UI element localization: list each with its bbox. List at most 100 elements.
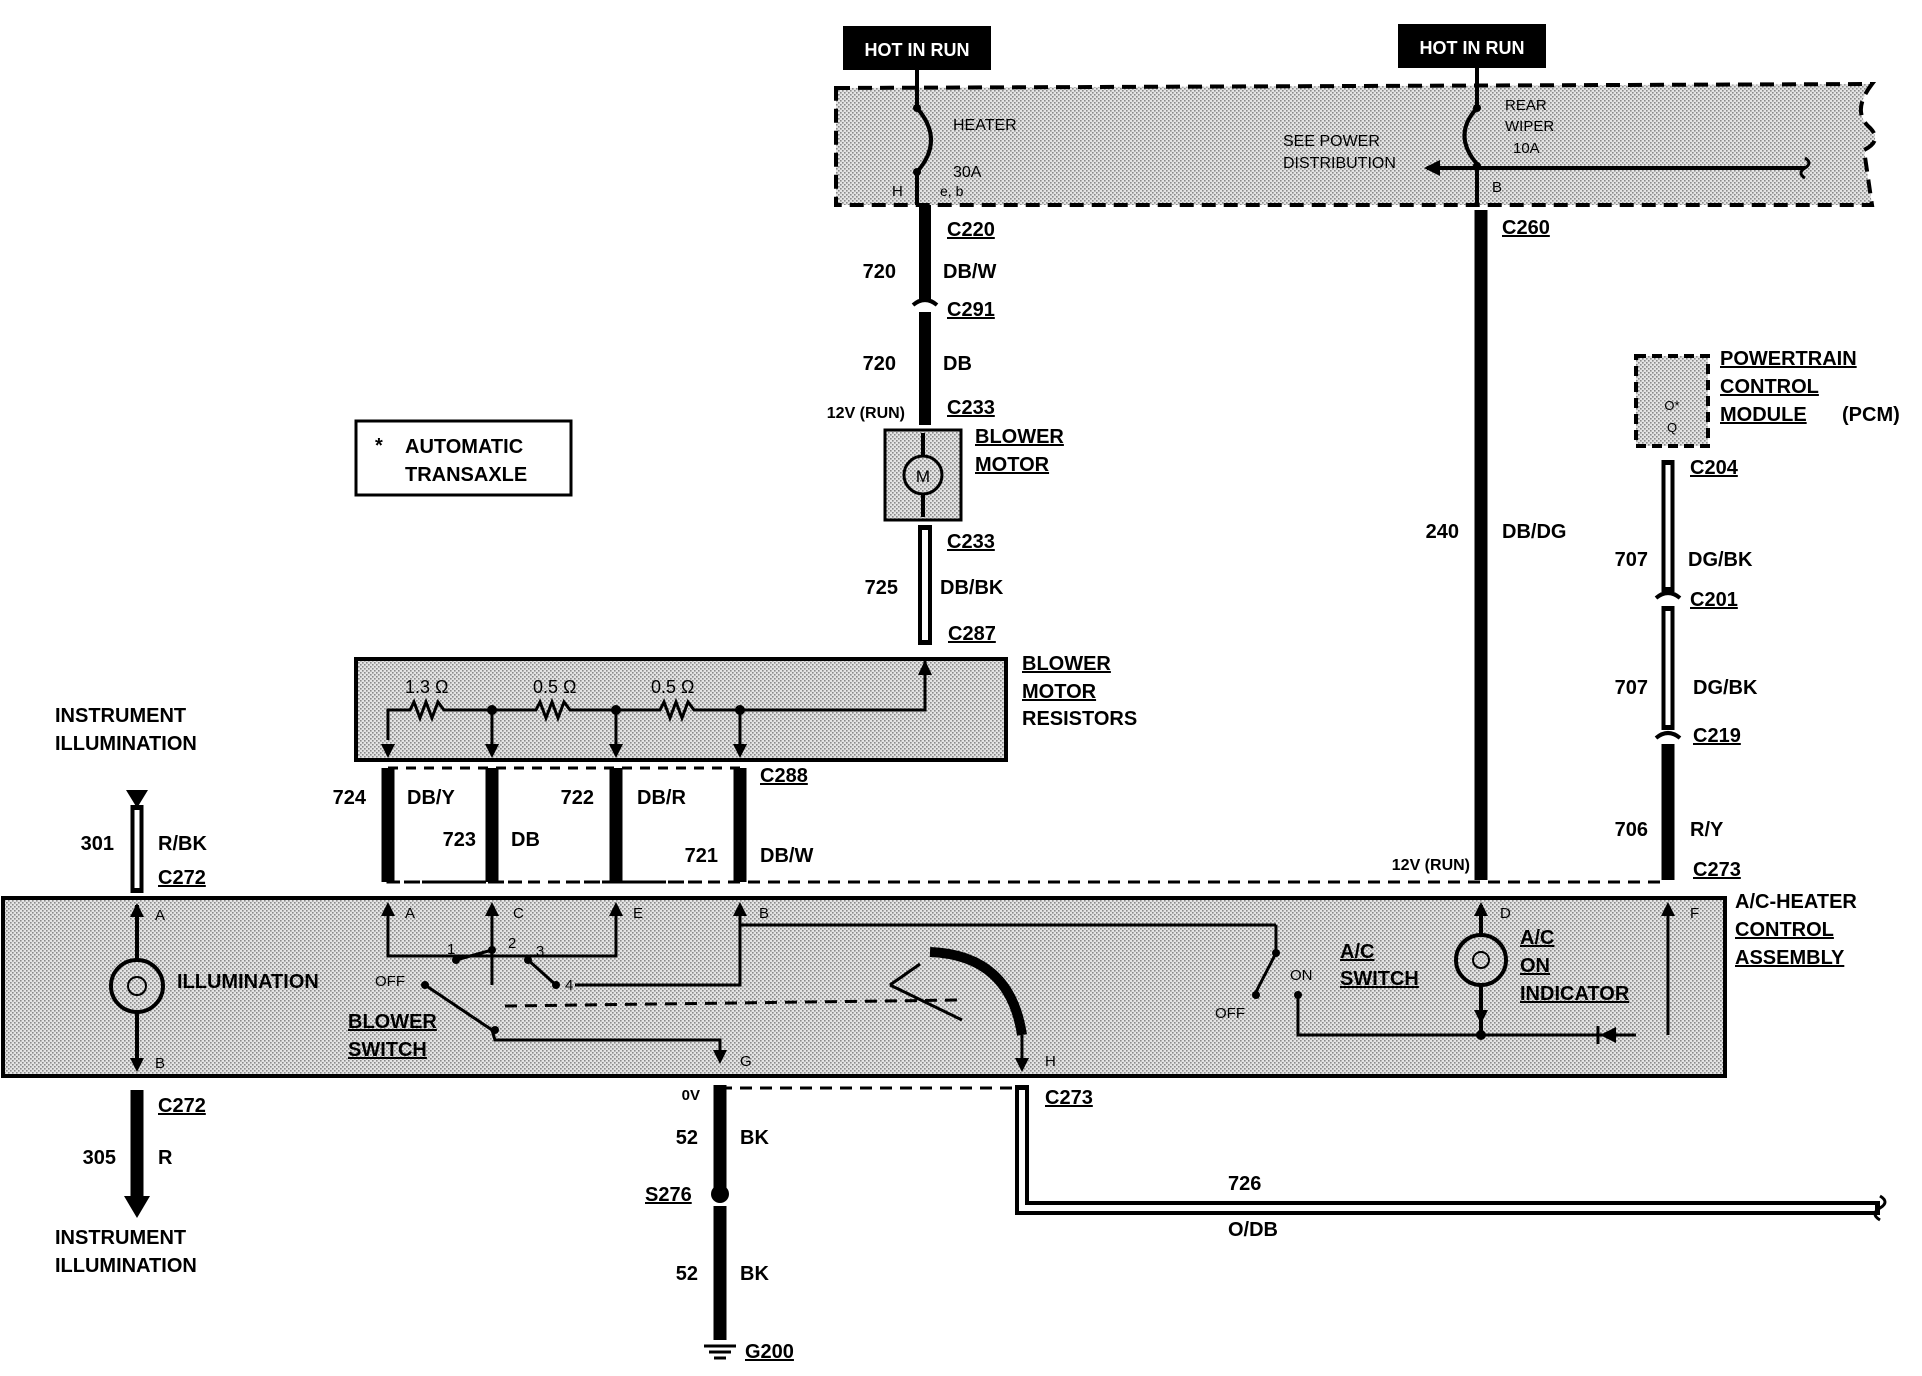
ground-g200: G200 [745, 1341, 794, 1363]
wire-707-dg-bk-upper: 707 DG/BK [1615, 460, 1753, 592]
pcm-label-3: MODULE [1720, 404, 1807, 426]
wire-number: 722 [561, 787, 594, 809]
power-distribution-box [834, 81, 1877, 207]
heater-fuse-amp: 30A [953, 164, 982, 181]
arrow-down-icon [485, 744, 499, 758]
blower-motor-resistors: 1.3 Ω 0.5 Ω 0.5 Ω BLOWER MOTOR RESISTORS [354, 653, 1137, 762]
blower-motor-label-2: MOTOR [975, 454, 1050, 476]
wire-723-db: 723 DB [443, 768, 540, 882]
wire-color: DB [511, 829, 540, 851]
arrow-down-icon [1474, 1010, 1488, 1024]
wire-number: 720 [863, 353, 896, 375]
connector-c260: C260 [1502, 217, 1550, 239]
wire-722-db-r: 722 DB/R [561, 768, 686, 882]
wire-number: 707 [1615, 677, 1648, 699]
switch-contact [1252, 991, 1260, 999]
wire-number: 725 [865, 577, 898, 599]
control-assembly-box [1, 896, 1727, 1078]
connector-c220: C220 [947, 219, 995, 241]
wire-color: DB [943, 353, 972, 375]
arrow-down-icon [130, 1058, 144, 1072]
pcm-pin-2: Q [1667, 420, 1677, 435]
resistor-3-value: 0.5 Ω [651, 677, 694, 697]
motor-symbol: M [916, 467, 930, 486]
instrument-illumination-bottom-1: INSTRUMENT [55, 1227, 186, 1249]
wire-707-dg-bk-lower: 707 DG/BK [1615, 606, 1758, 730]
pin-d: D [1500, 905, 1511, 922]
wire-color: DG/BK [1688, 549, 1753, 571]
rear-wiper-label-2: WIPER [1505, 118, 1554, 135]
junction-dot [1476, 1030, 1486, 1040]
resistors-label-2: MOTOR [1022, 681, 1097, 703]
instrument-illumination-top-1: INSTRUMENT [55, 705, 186, 727]
ac-switch-label-2: SWITCH [1340, 968, 1419, 990]
switch-arc [527, 958, 557, 987]
wire-break-icon [1873, 1194, 1887, 1222]
pin-f: F [1690, 905, 1699, 922]
resistor-2-value: 0.5 Ω [533, 677, 576, 697]
blower-motor-label-1: BLOWER [975, 426, 1064, 448]
splice-s276-label: S276 [645, 1184, 692, 1206]
mode-lever-arm [889, 983, 963, 1022]
arrow-down-icon [609, 744, 623, 758]
ac-heater-label-1: A/C-HEATER [1735, 891, 1857, 913]
connector-c272-bottom: C272 [158, 1095, 206, 1117]
blower-motor: M BLOWER MOTOR [883, 426, 1064, 522]
mode-lever-arc [929, 947, 1027, 1036]
arrow-up-icon [918, 660, 932, 675]
pos-3: 3 [536, 943, 544, 960]
connector-c272-top: C272 [158, 867, 206, 889]
note-box [354, 419, 573, 497]
resistor-1-value: 1.3 Ω [405, 677, 448, 697]
connector-c273-top: C273 [1693, 859, 1741, 881]
pcm-label-3b: (PCM) [1842, 404, 1900, 426]
wire-number: 240 [1426, 521, 1459, 543]
wire-726-o-db: 726 O/DB [1015, 1085, 1887, 1241]
ac-on-label-3: INDICATOR [1520, 983, 1630, 1005]
connector-c233-top: C233 [947, 397, 995, 419]
wire-number: 720 [863, 261, 896, 283]
wire-724-db-y: 724 DB/Y [333, 768, 455, 882]
resistor-chain [386, 660, 927, 740]
connector-c219: C219 [1693, 725, 1741, 747]
wire-color: R [158, 1147, 173, 1169]
rear-wiper-pin: B [1492, 179, 1502, 196]
connector-c287: C287 [948, 623, 996, 645]
arrow-up-icon [1474, 902, 1488, 916]
wire-number: 726 [1228, 1173, 1261, 1195]
connector-break-icon [1654, 591, 1682, 600]
powertrain-control-module: O* Q POWERTRAIN CONTROL MODULE (PCM) [1634, 348, 1900, 448]
wire-segment [1015, 1085, 1880, 1215]
rear-wiper-amp: 10A [1513, 140, 1540, 157]
arrow-left-icon [1424, 160, 1440, 176]
wire-color: R/Y [1690, 819, 1724, 841]
pcm-label-1: POWERTRAIN [1720, 348, 1857, 370]
arrow-up-icon [733, 902, 747, 916]
connector-c233-bottom: C233 [947, 531, 995, 553]
pin-a-left: A [155, 907, 165, 924]
hot-in-run-right-tag: HOT IN RUN [1398, 24, 1546, 68]
pcm-box [1634, 354, 1710, 448]
ac-switch-blade [1254, 952, 1278, 993]
rear-wiper-fuse: REAR WIPER 10A B SEE POWER DISTRIBUTION [1283, 68, 1811, 205]
pos-4: 4 [565, 977, 573, 994]
note-star: * [375, 435, 383, 457]
instrument-illumination-bottom-2: ILLUMINATION [55, 1255, 197, 1277]
hot-in-run-left: HOT IN RUN [865, 40, 970, 60]
wire-number: 305 [83, 1147, 116, 1169]
wire-color: BK [740, 1127, 769, 1149]
diode-icon [1600, 1027, 1616, 1043]
mode-lever-arm [889, 962, 921, 987]
pin-e: E [633, 905, 643, 922]
pcm-pin-1: O* [1664, 398, 1679, 413]
arrow-up-icon [130, 903, 144, 917]
ac-off-label: OFF [1215, 1005, 1245, 1022]
switch-pivot [491, 1026, 499, 1034]
arrow-down-icon [381, 744, 395, 758]
wire-52-bk-lower: 52 BK [676, 1206, 769, 1340]
ac-on-label-2: ON [1520, 955, 1550, 977]
pin-h: H [1045, 1053, 1056, 1070]
arrow-down-icon [124, 1196, 150, 1218]
wire-720-db-w: 720 DB/W [863, 205, 996, 300]
ac-switch-out [1296, 995, 1636, 1037]
